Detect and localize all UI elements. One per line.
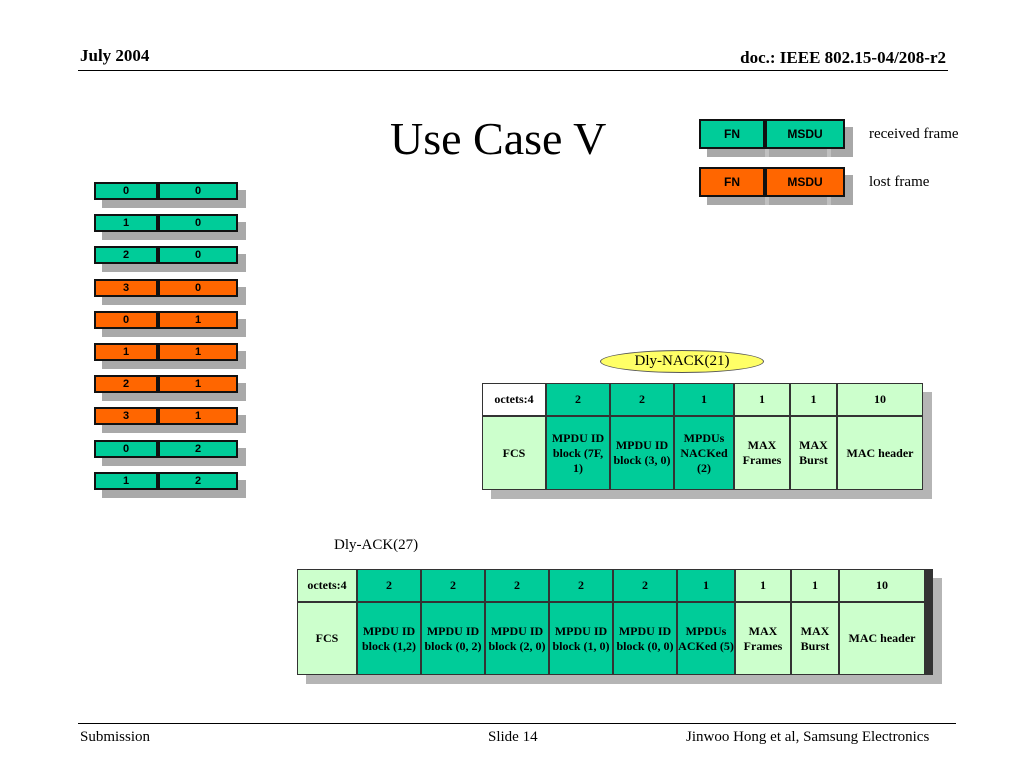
ack-field-max-frames: MAX Frames [736, 603, 790, 674]
header-divider [78, 70, 948, 71]
sequence-msdu: 1 [158, 311, 238, 329]
footer-divider [78, 723, 956, 724]
footer-slide-number: Slide 14 [488, 729, 538, 745]
nack-label: Dly-NACK(21) [600, 350, 764, 373]
legend-received-frame: FN MSDU [699, 119, 853, 157]
sequence-fn: 0 [94, 311, 158, 329]
ack-octet: 10 [840, 570, 924, 601]
sequence-fn: 1 [94, 343, 158, 361]
sequence-fn: 0 [94, 440, 158, 458]
nack-octet: 10 [838, 384, 922, 415]
slide-title: Use Case V [390, 113, 607, 164]
sequence-fn: 1 [94, 472, 158, 490]
ack-octet: 1 [792, 570, 838, 601]
sequence-msdu: 2 [158, 472, 238, 490]
ack-octet: 1 [678, 570, 734, 601]
ack-field-mac-header: MAC header [840, 603, 924, 674]
nack-octet: 1 [675, 384, 733, 415]
sequence-msdu: 1 [158, 407, 238, 425]
ack-field-max-burst: MAX Burst [792, 603, 838, 674]
legend-fn-cell: FN [699, 119, 765, 149]
ack-field-mpdu-id-block: MPDU ID block (1, 0) [550, 603, 612, 674]
ack-label: Dly-ACK(27) [334, 537, 419, 553]
legend-fn-cell: FN [699, 167, 765, 197]
legend-msdu-cell: MSDU [765, 119, 845, 149]
sequence-msdu: 0 [158, 182, 238, 200]
footer-submission: Submission [80, 729, 151, 745]
sequence-fn: 0 [94, 182, 158, 200]
nack-octet: 2 [611, 384, 673, 415]
legend-lost-label: lost frame [869, 174, 930, 190]
nack-field-max-frames: MAX Frames [735, 417, 789, 489]
ack-octet: 2 [550, 570, 612, 601]
sequence-fn: 2 [94, 375, 158, 393]
ack-field-mpdus-acked: MPDUs ACKed (5) [678, 603, 734, 674]
nack-field-mpdu-id-block: MPDU ID block (3, 0) [611, 417, 673, 489]
nack-field-max-burst: MAX Burst [791, 417, 836, 489]
nack-octets-label: octets:4 [483, 384, 545, 415]
ack-frame: octets:4 2 2 2 2 2 1 1 1 10 FCS MPDU ID … [297, 569, 942, 684]
header-doc-id: doc.: IEEE 802.15-04/208-r2 [740, 48, 946, 67]
legend-lost-frame: FN MSDU [699, 167, 853, 205]
header-date: July 2004 [80, 46, 150, 65]
legend-msdu-cell: MSDU [765, 167, 845, 197]
ack-field-mpdu-id-block: MPDU ID block (1,2) [358, 603, 420, 674]
nack-octet: 2 [547, 384, 609, 415]
ack-octet: 2 [486, 570, 548, 601]
nack-octet: 1 [735, 384, 789, 415]
legend-received-label: received frame [869, 126, 959, 142]
sequence-fn: 1 [94, 214, 158, 232]
ack-field-mpdu-id-block: MPDU ID block (2, 0) [486, 603, 548, 674]
ack-octet: 2 [422, 570, 484, 601]
ack-field-fcs: FCS [298, 603, 356, 674]
ack-octet: 1 [736, 570, 790, 601]
nack-field-mac-header: MAC header [838, 417, 922, 489]
nack-field-fcs: FCS [483, 417, 545, 489]
sequence-fn: 3 [94, 279, 158, 297]
sequence-fn: 3 [94, 407, 158, 425]
ack-octet: 2 [614, 570, 676, 601]
sequence-msdu: 0 [158, 279, 238, 297]
ack-octets-label: octets:4 [298, 570, 356, 601]
nack-frame: octets:4 2 2 1 1 1 10 FCS MPDU ID block … [482, 383, 932, 499]
sequence-msdu: 0 [158, 214, 238, 232]
nack-field-mpdu-id-block: MPDU ID block (7F, 1) [547, 417, 609, 489]
nack-field-mpdus-nacked: MPDUs NACKed (2) [675, 417, 733, 489]
sequence-fn: 2 [94, 246, 158, 264]
sequence-msdu: 1 [158, 343, 238, 361]
ack-field-mpdu-id-block: MPDU ID block (0, 2) [422, 603, 484, 674]
ack-octet: 2 [358, 570, 420, 601]
sequence-msdu: 2 [158, 440, 238, 458]
sequence-msdu: 1 [158, 375, 238, 393]
ack-field-mpdu-id-block: MPDU ID block (0, 0) [614, 603, 676, 674]
footer-author: Jinwoo Hong et al, Samsung Electronics [686, 729, 930, 745]
sequence-msdu: 0 [158, 246, 238, 264]
nack-octet: 1 [791, 384, 836, 415]
